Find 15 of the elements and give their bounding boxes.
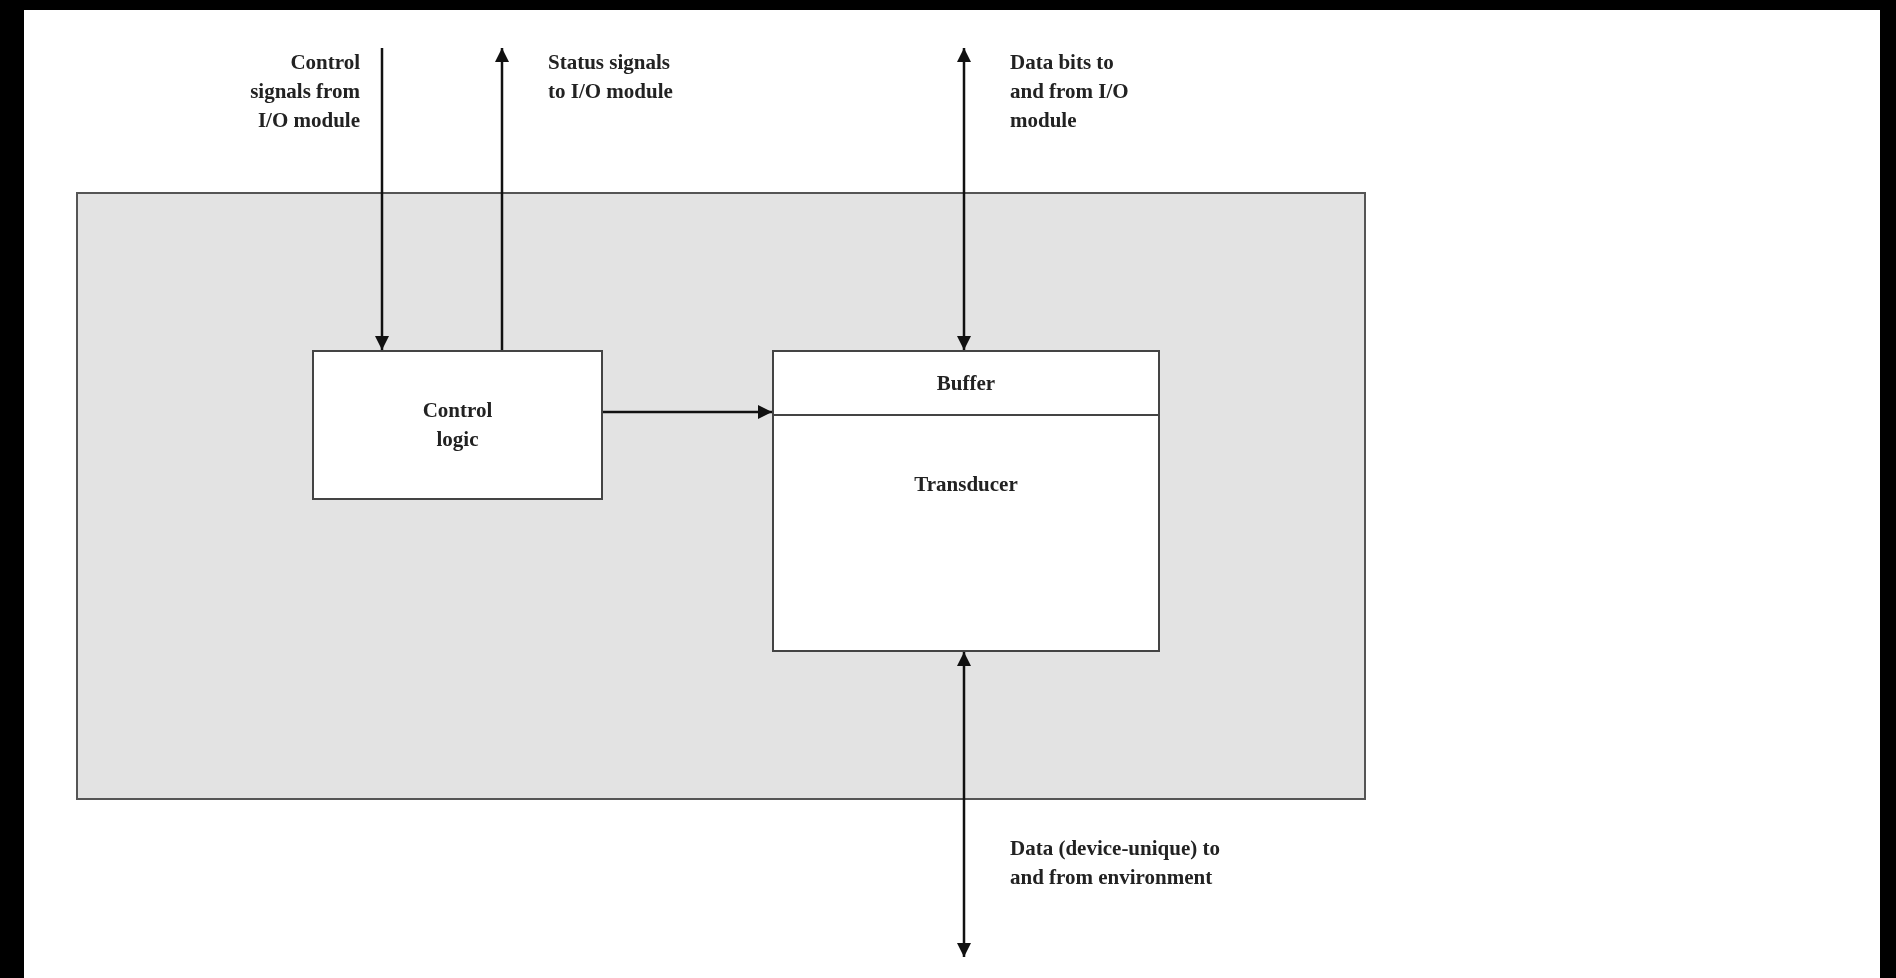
arrow — [603, 405, 772, 419]
buffer-transducer-box — [772, 350, 1160, 652]
logic-box — [312, 350, 603, 500]
box-title: Control logic — [421, 397, 494, 453]
buffer-title: Buffer — [774, 352, 1158, 416]
arrow — [957, 48, 971, 350]
signal-label: Data bits to and from I/O module — [1010, 49, 1130, 134]
device-panel — [76, 192, 1366, 800]
arrow — [495, 48, 509, 350]
signal-label: Data (device-unique) to and from environment — [1010, 835, 1221, 891]
arrow — [375, 48, 389, 350]
signal-label: Status signals to I/O module — [548, 49, 674, 105]
transducer-title: Transducer — [913, 471, 1019, 498]
arrow — [957, 652, 971, 957]
signal-label: Control signals from I/O module — [249, 49, 360, 134]
